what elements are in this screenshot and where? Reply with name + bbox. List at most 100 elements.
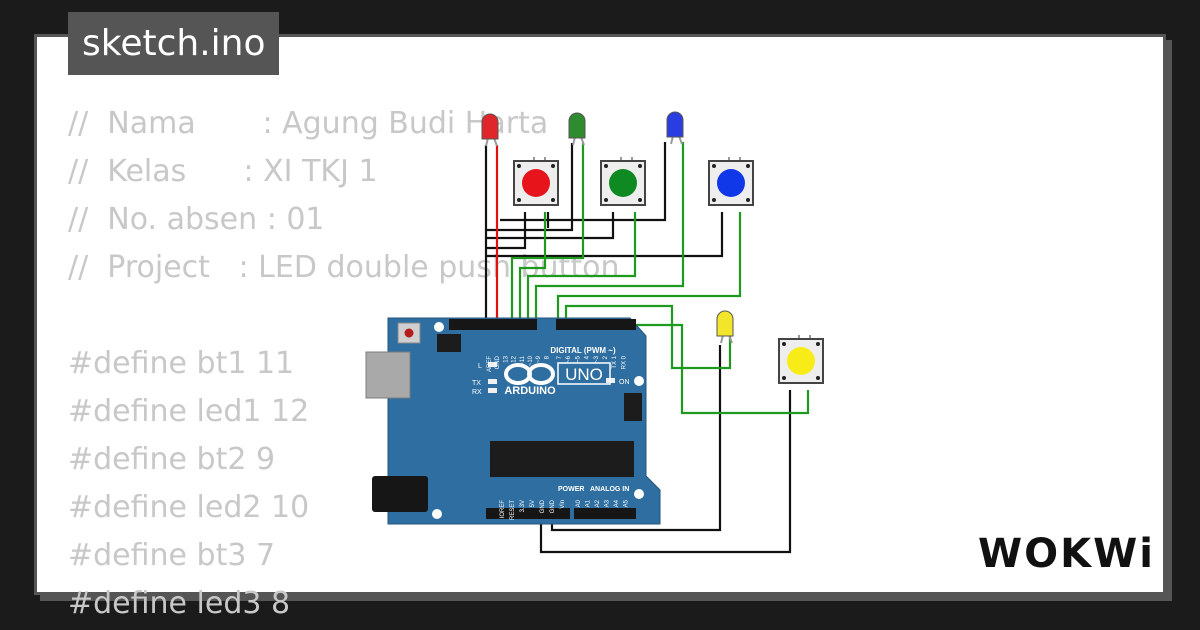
analog-pin-label: A2	[595, 499, 601, 507]
power-jack	[372, 476, 428, 512]
analog-header	[574, 508, 636, 519]
wire-bt2-pin9	[526, 212, 637, 325]
rx-led	[488, 388, 497, 393]
power-pin-label: 3.3V	[520, 500, 526, 512]
led-green[interactable]	[568, 112, 586, 146]
power-pin-label: RESET	[510, 500, 516, 520]
analog-pin-label: A1	[586, 499, 592, 507]
digital-pin-label: ~9	[536, 355, 542, 363]
wire-gnd-blue-button	[487, 212, 724, 258]
icsp-header	[437, 334, 642, 421]
wire-gnd-green-led	[487, 143, 574, 232]
mounting-hole	[434, 322, 444, 332]
code-preview: // Nama : Agung Budi Harta // Kelas : XI…	[68, 100, 1128, 621]
digital-label: DIGITAL (PWM ~)	[550, 346, 616, 355]
led-yellow[interactable]	[716, 310, 734, 344]
button-yellow[interactable]	[778, 335, 824, 384]
code-line: // Kelas : XI TKJ 1	[68, 154, 378, 189]
tx-label: TX	[472, 380, 481, 387]
file-name-badge: sketch.ino	[68, 12, 280, 75]
button-red[interactable]	[513, 157, 559, 206]
code-line: #define bt2 9	[68, 442, 276, 477]
button-cap[interactable]	[609, 169, 637, 197]
atmega-chip	[490, 441, 634, 477]
digital-pin-label: AREF	[487, 356, 493, 372]
code-line: #define bt1 11	[68, 346, 295, 381]
analog-pin-label: A0	[576, 499, 582, 507]
digital-pin-label: ~3	[594, 355, 600, 363]
uno-badge	[557, 362, 611, 385]
wokwi-logo-text: WOKWi	[978, 531, 1155, 577]
reset-button-cap[interactable]	[404, 328, 414, 338]
led-body	[666, 111, 684, 138]
board-model-label: UNO	[565, 365, 603, 384]
digital-pin-label: ~6	[566, 355, 572, 363]
power-pin-labels: IOREF RESET 3.3V 5V GND GND Vin	[500, 499, 566, 520]
power-header	[486, 508, 570, 519]
on-label: ON	[619, 379, 630, 386]
wire-gnd-blue-led	[500, 142, 667, 222]
wokwi-logo: WOKWi	[978, 531, 1153, 577]
digital-header-left	[449, 319, 537, 330]
wire-led2-pin10	[510, 143, 585, 325]
power-pin-label: GND	[540, 499, 546, 513]
digital-pin-label: 7	[557, 355, 563, 359]
analog-pin-label: A5	[624, 499, 630, 507]
wire-bt3-pin7	[556, 212, 742, 325]
digital-header-right	[556, 319, 636, 330]
button-green[interactable]	[600, 157, 646, 206]
digital-pin-label: 13	[503, 355, 509, 362]
digital-pin-label: TX 1	[612, 355, 618, 368]
code-line: #define led2 10	[68, 490, 310, 525]
button-blue[interactable]	[708, 157, 754, 206]
l-label: L	[478, 363, 482, 370]
code-line: #define led3 8	[68, 586, 291, 621]
arduino-uno-board[interactable]: UNO ARDUINO DIGITAL (PWM ~) POWER ANALOG…	[365, 317, 661, 525]
digital-pin-label: ~5	[575, 355, 581, 363]
digital-pin-label: RX 0	[621, 355, 627, 369]
led-body	[716, 310, 734, 337]
wire-gnd-yellow-button	[539, 390, 792, 554]
board-brand-label: ARDUINO	[504, 385, 556, 397]
digital-pin-label: 4	[585, 355, 591, 359]
digital-pin-label: 2	[603, 355, 609, 359]
digital-pin-label: ~11	[520, 355, 526, 365]
digital-pin-label: ~10	[528, 355, 534, 366]
power-pin-label: 5V	[530, 500, 536, 507]
digital-pin-label: GND	[495, 355, 501, 369]
wire-bt1-pin11	[518, 212, 547, 325]
analog-pin-label: A4	[614, 499, 620, 507]
analog-label: ANALOG IN	[590, 486, 629, 493]
digital-pin-label: 8	[544, 355, 550, 359]
mounting-hole	[634, 489, 644, 499]
mounting-hole	[634, 376, 644, 386]
led-body	[481, 113, 499, 140]
wire-gnd-green-button	[487, 212, 615, 240]
led-blue[interactable]	[666, 111, 684, 145]
power-pin-label: IOREF	[500, 500, 506, 519]
usb-port	[365, 351, 411, 399]
tx-led	[488, 379, 497, 384]
power-pin-label: Vin	[560, 500, 566, 509]
wire-gnd-red-button	[487, 212, 527, 250]
l-led	[488, 362, 497, 367]
mounting-hole	[432, 509, 442, 519]
led-red[interactable]	[481, 113, 499, 147]
wire-bt4-pin5	[574, 323, 810, 415]
led-body	[568, 112, 586, 139]
code-line: #define bt3 7	[68, 538, 276, 573]
button-cap[interactable]	[787, 347, 815, 375]
wires	[484, 142, 810, 554]
power-pin-label: GND	[550, 499, 556, 513]
power-label: POWER	[558, 486, 584, 493]
code-line: // No. absen : 01	[68, 202, 325, 237]
button-cap[interactable]	[522, 169, 550, 197]
button-cap[interactable]	[717, 169, 745, 197]
digital-pin-label: 12	[512, 355, 518, 362]
wire-led3-pin8	[534, 142, 685, 325]
analog-pin-label: A3	[605, 499, 611, 507]
code-line: // Nama : Agung Budi Harta	[68, 106, 549, 141]
